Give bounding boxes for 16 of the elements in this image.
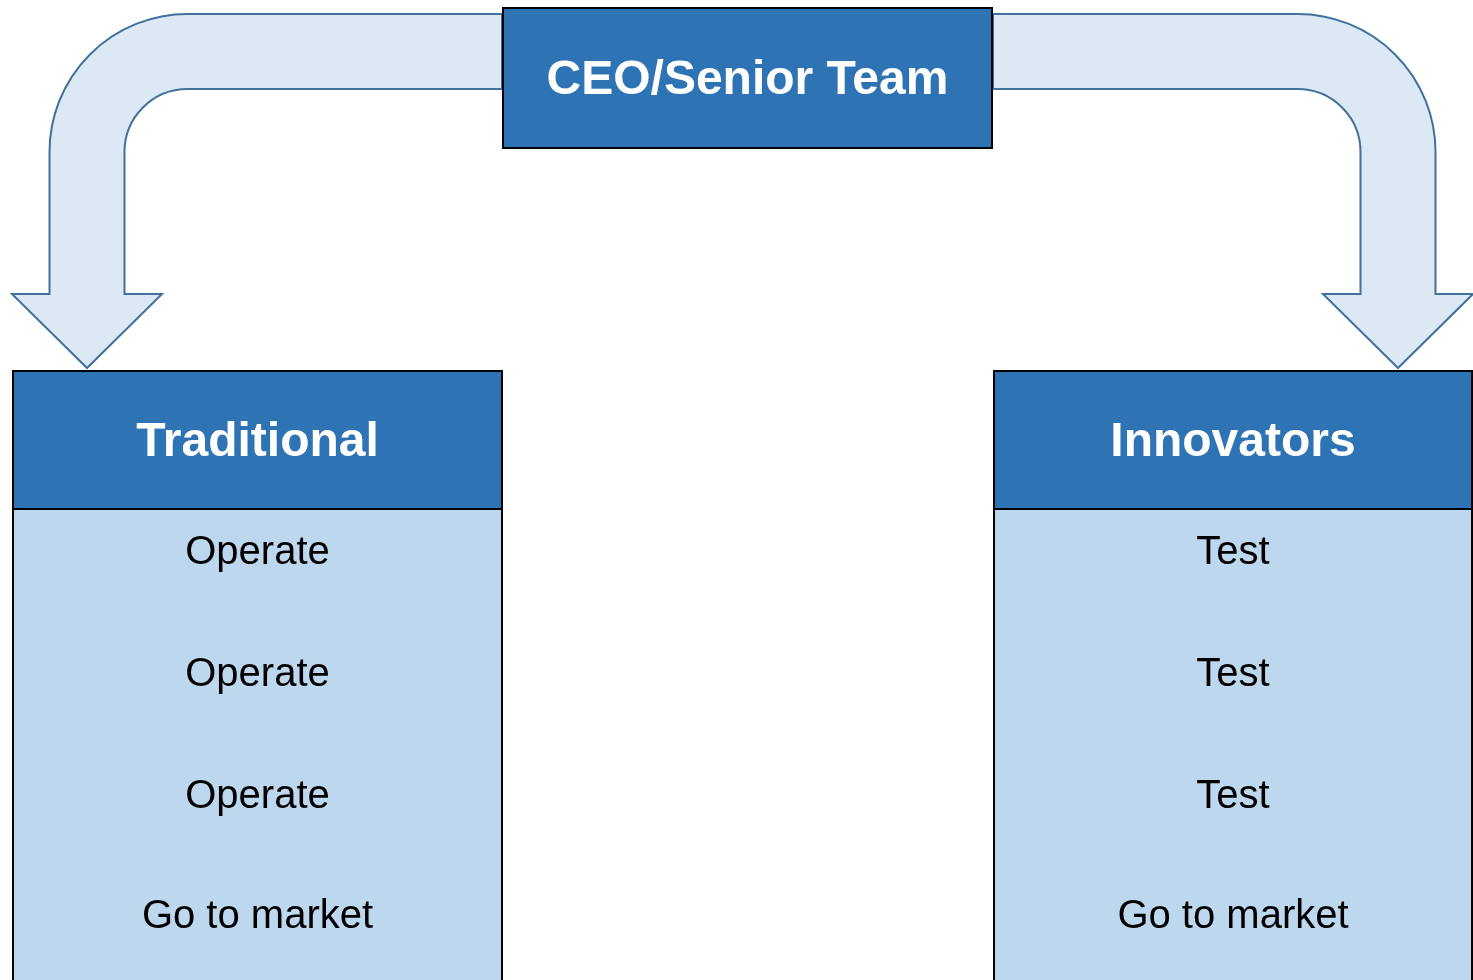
header-text: Traditional xyxy=(136,412,379,468)
header-text: Innovators xyxy=(1110,412,1356,468)
step-text: Go to market xyxy=(141,891,374,938)
title-text: CEO/Senior Team xyxy=(546,50,949,106)
curved-block-arrow xyxy=(11,13,503,369)
step-text: Test xyxy=(1196,527,1270,574)
curved-block-arrow xyxy=(992,13,1473,369)
step-text: Operate xyxy=(185,527,330,574)
column-panel xyxy=(993,370,1473,980)
step-text: Test xyxy=(1196,771,1270,818)
title-box xyxy=(502,7,993,149)
column-panel xyxy=(12,370,503,980)
step-text: Go to market xyxy=(1117,891,1349,938)
step-text: Operate xyxy=(185,649,330,696)
step-text: Test xyxy=(1196,649,1270,696)
step-text: Operate xyxy=(185,771,330,818)
